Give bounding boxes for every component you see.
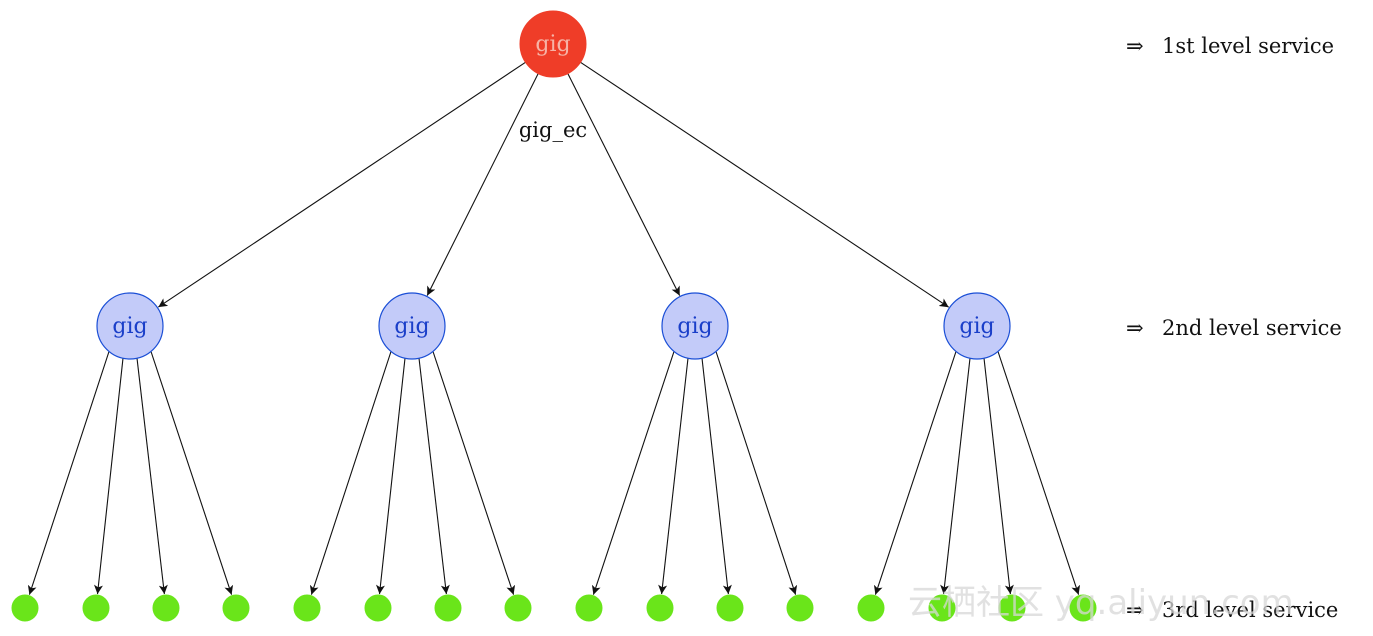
leaf-node-6 [364, 594, 392, 622]
leaf-node-1 [11, 594, 39, 622]
second-level-node-label-4: gig [959, 314, 994, 339]
leaf-node-7 [434, 594, 462, 622]
edge-root-to-node-2 [426, 73, 539, 296]
root-node [519, 10, 587, 78]
edge-node-3-to-leaf-1 [591, 351, 675, 595]
edge-label-gig-ec: gig_ec [519, 118, 587, 142]
edge-node-3-to-leaf-4 [715, 351, 798, 595]
second-level-node-label-2: gig [394, 314, 429, 339]
leaf-node-5 [293, 594, 321, 622]
second-level-node-2 [378, 292, 446, 360]
level-1-label: 1st level service [1162, 34, 1334, 58]
root-node-label: gig [535, 32, 570, 57]
leaf-node-15 [998, 594, 1026, 622]
leaf-node-16 [1069, 594, 1097, 622]
edge-root-to-node-3 [567, 73, 681, 296]
watermark: 云栖社区 yq.aliyun.com [908, 583, 1294, 623]
edge-node-2-to-leaf-2 [375, 358, 406, 595]
edge-node-1-to-leaf-3 [136, 358, 168, 595]
edge-node-2-to-leaf-1 [309, 351, 392, 595]
second-level-node-1 [96, 292, 164, 360]
level-labels: ⇒ 1st level service ⇒ 2nd level service … [1126, 34, 1342, 622]
leaf-node-12 [786, 594, 814, 622]
second-level-node-label-3: gig [677, 314, 712, 339]
second-level-node-label-1: gig [112, 314, 147, 339]
level-2-arrow: ⇒ [1126, 316, 1144, 340]
level-2-label: 2nd level service [1162, 316, 1342, 340]
edge-root-to-node-1 [157, 61, 526, 308]
edges-group [27, 61, 1081, 595]
edge-node-1-to-leaf-1 [27, 351, 110, 595]
edge-node-1-to-leaf-2 [93, 358, 124, 595]
edge-node-4-to-leaf-2 [940, 358, 971, 595]
second-level-node-3 [661, 292, 729, 360]
edge-node-4-to-leaf-3 [983, 358, 1014, 595]
leaf-node-2 [82, 594, 110, 622]
leaf-node-11 [716, 594, 744, 622]
edge-root-to-node-4 [580, 61, 950, 308]
level-3-label: 3rd level service [1162, 598, 1338, 622]
edge-node-4-to-leaf-1 [873, 351, 957, 595]
second-level-node-4 [943, 292, 1011, 360]
leaf-node-14 [928, 594, 956, 622]
leaf-node-10 [646, 594, 674, 622]
edge-node-3-to-leaf-3 [701, 358, 732, 595]
edge-node-3-to-leaf-2 [658, 358, 689, 595]
leaf-node-13 [857, 594, 885, 622]
level-1-arrow: ⇒ [1126, 34, 1144, 58]
leaf-node-9 [575, 594, 603, 622]
nodes-group: gig gig gig gig gig [11, 10, 1097, 622]
leaf-node-4 [222, 594, 250, 622]
level-3-arrow: ⇒ [1126, 598, 1144, 622]
edge-node-2-to-leaf-3 [418, 358, 450, 595]
edge-node-2-to-leaf-4 [432, 351, 516, 595]
edge-node-4-to-leaf-4 [997, 351, 1081, 595]
edge-node-1-to-leaf-4 [150, 351, 234, 595]
leaf-node-8 [504, 594, 532, 622]
leaf-node-3 [152, 594, 180, 622]
